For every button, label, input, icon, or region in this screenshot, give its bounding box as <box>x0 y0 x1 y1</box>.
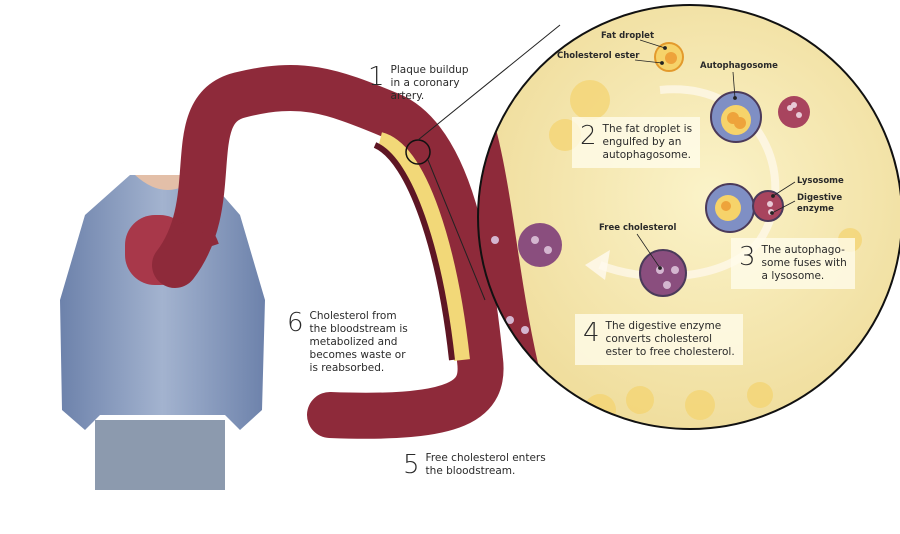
step-number: 2 <box>580 121 597 151</box>
step-text: Free cholesterol enters the bloodstream. <box>425 452 546 477</box>
step-4: 4 The digestive enzyme converts choleste… <box>575 314 743 365</box>
step-2: 2 The fat droplet is engulfed by an auto… <box>572 117 701 168</box>
person <box>60 175 265 490</box>
lysosome <box>778 96 810 128</box>
step-text: Plaque buildup in a coronary artery. <box>390 64 469 102</box>
step-5: 5 Free cholesterol enters the bloodstrea… <box>403 452 546 478</box>
step-number: 3 <box>739 242 756 272</box>
step-text: The fat droplet is engulfed by an autoph… <box>602 123 693 161</box>
step-text: Cholesterol from the bloodstream is meta… <box>309 310 408 374</box>
arrow-icon <box>585 250 610 280</box>
label-lysosome: Lysosome <box>797 176 844 186</box>
label-fat-droplet: Fat droplet <box>601 31 655 41</box>
step-1: 1 Plaque buildup in a coronary artery. <box>368 64 469 103</box>
free-cholesterol <box>639 249 687 297</box>
label-cholesterol-ester: Cholesterol ester <box>557 51 640 61</box>
step-number: 1 <box>368 62 385 92</box>
artery <box>152 24 561 439</box>
label-digestive-enzyme: Digestive enzyme <box>797 193 843 214</box>
step-number: 5 <box>403 450 420 480</box>
sweater <box>60 175 265 430</box>
step-number: 6 <box>287 308 304 338</box>
step-number: 4 <box>583 318 600 348</box>
step-text: The digestive enzyme converts cholestero… <box>605 320 735 358</box>
step-text: The autophago- some fuses with a lysosom… <box>761 244 847 282</box>
magnified-view <box>477 4 900 430</box>
label-autophagosome: Autophagosome <box>700 61 778 71</box>
step-3: 3 The autophago- some fuses with a lysos… <box>731 238 855 289</box>
jeans <box>95 420 225 490</box>
step-6: 6 Cholesterol from the bloodstream is me… <box>287 310 408 375</box>
label-free-cholesterol: Free cholesterol <box>599 223 677 233</box>
